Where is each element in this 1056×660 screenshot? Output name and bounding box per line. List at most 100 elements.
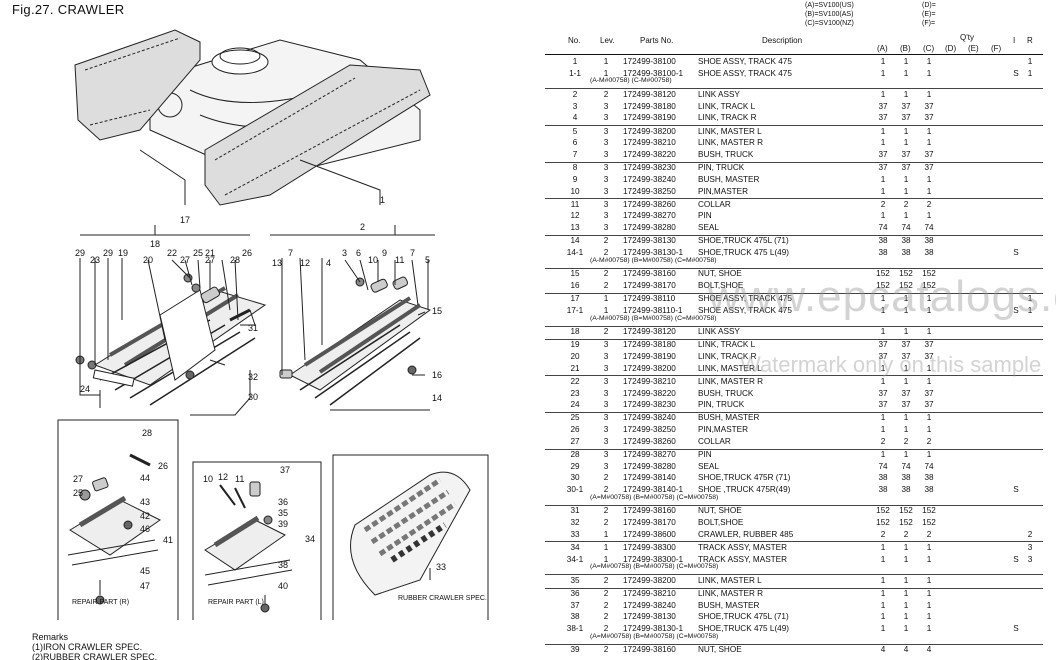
row-qty-c: 38 <box>924 236 934 246</box>
callout-29b: 29 <box>103 248 113 258</box>
row-qty-a: 38 <box>878 248 888 257</box>
callout-19: 19 <box>118 248 128 258</box>
row-qty-c: 37 <box>924 113 934 123</box>
row-qty-a: 1 <box>880 612 886 622</box>
callout-l-11: 11 <box>235 474 244 484</box>
row-description: PIN,MASTER <box>698 186 749 196</box>
rubber-crawler-box <box>332 454 489 620</box>
row-no: 14 <box>570 236 580 246</box>
right-track-chain-exploded <box>279 276 432 406</box>
col-e: (E) <box>968 44 979 53</box>
row-part-number: 172499-38200 <box>623 575 676 585</box>
row-qty-a: 37 <box>878 149 888 159</box>
row-part-number: 172499-38280 <box>623 223 676 233</box>
callout-r-43: 43 <box>140 497 150 507</box>
row-qty-a: 37 <box>878 351 888 361</box>
row-qty-c: 1 <box>926 612 932 622</box>
row-qty-a: 1 <box>880 126 886 136</box>
row-remark: 1 <box>1027 68 1033 78</box>
remark-1: (1)IRON CRAWLER SPEC. <box>32 642 143 652</box>
rubber-crawler-sketch <box>350 471 471 596</box>
row-qty-b: 38 <box>901 473 911 483</box>
row-part-number: 172499-38160 <box>623 269 676 279</box>
row-group-divider <box>545 411 1043 413</box>
row-group-divider <box>545 198 1043 200</box>
row-lev: 3 <box>603 351 609 361</box>
row-no: 25 <box>570 413 580 423</box>
callout-3: 3 <box>342 248 347 258</box>
row-qty-c: 38 <box>924 248 934 257</box>
callout-l-37: 37 <box>280 465 290 475</box>
row-lev: 2 <box>603 473 609 483</box>
row-lev: 3 <box>603 211 609 221</box>
row-description: BOLT,SHOE <box>698 518 744 527</box>
row-lev: 2 <box>603 248 609 257</box>
callout-25: 25 <box>193 248 203 258</box>
row-part-number: 172499-38200 <box>623 363 676 373</box>
row-group-divider <box>545 541 1043 543</box>
row-qty-c: 1 <box>926 211 932 221</box>
row-description: LINK ASSY <box>698 89 740 99</box>
row-no: 17-1 <box>566 305 584 315</box>
row-qty-b: 2 <box>903 436 909 446</box>
row-no: 10 <box>570 186 580 196</box>
row-no: 32 <box>570 518 580 527</box>
row-part-number: 172499-38130 <box>623 236 676 246</box>
row-part-number: 172499-38280 <box>623 461 676 471</box>
row-part-number: 172499-38180 <box>623 101 676 111</box>
row-part-number: 172499-38160 <box>623 645 676 655</box>
row-qty-c: 37 <box>924 400 934 410</box>
row-description: LINK, MASTER R <box>698 589 764 598</box>
row-part-number: 172499-38130-1 <box>623 624 684 634</box>
row-qty-c: 4 <box>926 645 932 655</box>
row-description: BUSH, TRUCK <box>698 388 754 398</box>
row-description: LINK, TRACK R <box>698 113 757 123</box>
watermark-site: www.epcatalogs.com <box>708 272 1056 321</box>
row-part-number: 172499-38120 <box>623 327 676 336</box>
row-no: 21 <box>570 363 580 373</box>
row-lev: 3 <box>603 436 609 446</box>
row-lev: 3 <box>603 425 609 435</box>
row-remark: 3 <box>1027 542 1033 552</box>
row-qty-b: 37 <box>901 351 911 361</box>
row-description: SHOE ASSY, TRACK 475 <box>698 57 792 66</box>
row-no: 28 <box>570 450 580 459</box>
row-description: LINK, MASTER L <box>698 126 762 136</box>
row-qty-c: 1 <box>926 589 932 598</box>
row-qty-b: 1 <box>903 89 909 99</box>
callout-2: 2 <box>360 222 365 232</box>
row-qty-a: 74 <box>878 461 888 471</box>
row-part-number: 172499-38260 <box>623 199 676 209</box>
row-description: SHOE,TRUCK 475 L(49) <box>698 624 790 634</box>
callout-14: 14 <box>432 393 442 403</box>
row-part-number: 172499-38270 <box>623 211 676 221</box>
row-lev: 1 <box>603 57 609 66</box>
row-qty-a: 38 <box>878 485 888 495</box>
row-no: 37 <box>570 600 580 610</box>
row-qty-c: 1 <box>926 376 932 386</box>
row-qty-b: 1 <box>903 68 909 78</box>
row-lev: 2 <box>603 485 609 495</box>
row-no: 36 <box>570 589 580 598</box>
row-part-number: 172499-38130-1 <box>623 248 684 257</box>
row-interchange: S <box>1013 68 1019 78</box>
row-interchange: S <box>1013 624 1019 634</box>
row-lev: 3 <box>603 186 609 196</box>
model-a: (A)=SV100(US) <box>805 2 854 9</box>
row-part-number: 172499-38210 <box>623 138 676 148</box>
row-description: BUSH, MASTER <box>698 174 760 184</box>
callout-15: 15 <box>432 306 442 316</box>
row-description: LINK ASSY <box>698 327 740 336</box>
row-description: LINK, TRACK L <box>698 340 756 350</box>
callout-10: 10 <box>368 255 378 265</box>
row-qty-a: 74 <box>878 223 888 233</box>
row-qty-c: 1 <box>926 186 932 196</box>
row-description: SHOE ASSY, TRACK 475 <box>698 294 792 304</box>
left-track-chain-exploded <box>75 273 267 406</box>
row-serial-note: (A-M#00758) (B=M#00758) (C=M#00758) <box>590 314 717 322</box>
row-qty-b: 1 <box>903 211 909 221</box>
row-description: LINK, TRACK L <box>698 101 756 111</box>
row-qty-a: 152 <box>876 518 890 527</box>
rubber-crawler-caption: RUBBER CRAWLER SPEC. <box>398 595 487 602</box>
row-no: 18 <box>570 327 580 336</box>
